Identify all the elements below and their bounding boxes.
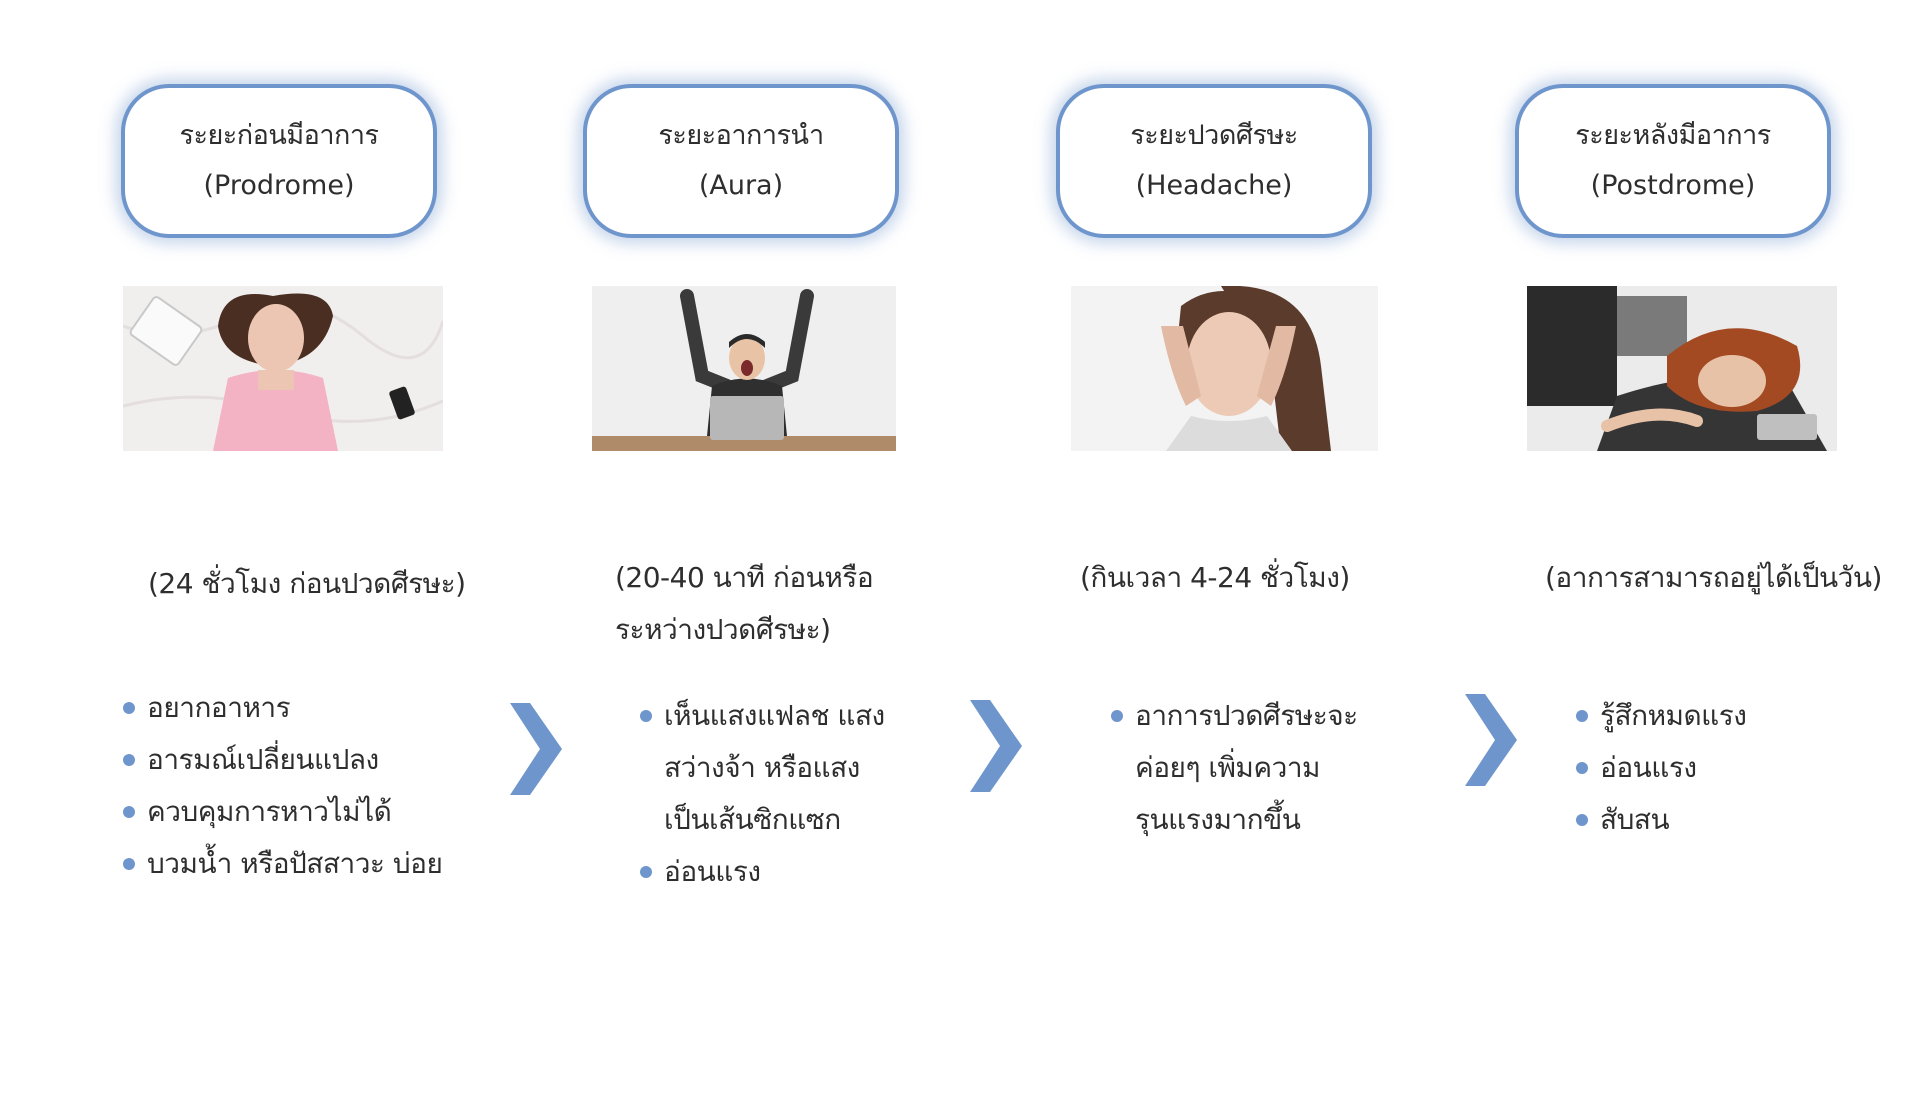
list-item: อ่อนแรง bbox=[1576, 742, 1746, 794]
phase-name: ระยะก่อนมีอาการ bbox=[179, 120, 379, 151]
phase-name: ระยะปวดศีรษะ bbox=[1130, 120, 1298, 151]
woman-holding-head-photo bbox=[1071, 286, 1378, 451]
symptom-text: อารมณ์เปลี่ยนแปลง bbox=[147, 743, 379, 776]
phase-name: ระยะอาการนำ bbox=[658, 120, 824, 151]
chevron-right-icon bbox=[1465, 694, 1517, 786]
symptom-text: อ่อนแรง bbox=[664, 855, 761, 888]
timing-line: ระหว่างปวดศีรษะ) bbox=[615, 613, 831, 646]
bullet-dot-icon bbox=[123, 702, 135, 714]
timing-line: (อาการสามารถอยู่ได้เป็นวัน) bbox=[1545, 561, 1882, 594]
list-item: อ่อนแรง bbox=[640, 846, 885, 898]
chevron-right-icon bbox=[510, 703, 562, 795]
bullet-dot-icon bbox=[1576, 814, 1588, 826]
phase-box-aura: ระยะอาการนำ (Aura) bbox=[583, 84, 899, 238]
phase-timing: (อาการสามารถอยู่ได้เป็นวัน) bbox=[1545, 552, 1882, 604]
bullet-dot-icon bbox=[123, 858, 135, 870]
phase-name-english: (Aura) bbox=[698, 170, 784, 201]
symptom-text: บวมน้ำ หรือปัสสาวะ บ่อย bbox=[147, 847, 443, 880]
symptom-text: อาการปวดศีรษะจะ bbox=[1135, 699, 1358, 732]
man-yawning-at-laptop-photo bbox=[592, 286, 896, 451]
symptom-text: สว่างจ้า หรือแสง bbox=[664, 751, 860, 784]
phase-box-prodrome: ระยะก่อนมีอาการ (Prodrome) bbox=[121, 84, 437, 238]
bullet-dot-icon bbox=[123, 806, 135, 818]
bullet-dot-icon bbox=[1576, 762, 1588, 774]
bullet-dot-icon bbox=[640, 866, 652, 878]
list-item: อยากอาหาร bbox=[123, 682, 442, 734]
phase-timing: (20-40 นาที ก่อนหรือ ระหว่างปวดศีรษะ) bbox=[615, 552, 874, 656]
list-item: รู้สึกหมดแรง bbox=[1576, 690, 1747, 742]
timing-line: (24 ชั่วโมง ก่อนปวดศีรษะ) bbox=[148, 567, 466, 600]
bullet-dot-icon bbox=[640, 710, 652, 722]
list-item: ควบคุมการหาวไม่ได้ bbox=[123, 786, 442, 838]
phase-box-headache: ระยะปวดศีรษะ (Headache) bbox=[1056, 84, 1372, 238]
symptom-text: รุนแรงมากขึ้น bbox=[1135, 803, 1301, 836]
timing-line: (20-40 นาที ก่อนหรือ bbox=[615, 561, 874, 594]
symptom-list: อาการปวดศีรษะจะ ค่อยๆ เพิ่มความ รุนแรงมา… bbox=[1111, 690, 1358, 846]
list-item: อารมณ์เปลี่ยนแปลง bbox=[123, 734, 442, 786]
symptom-list: อยากอาหาร อารมณ์เปลี่ยนแปลง ควบคุมการหาว… bbox=[123, 682, 443, 890]
symptom-text: สับสน bbox=[1600, 803, 1670, 836]
timing-line: (กินเวลา 4-24 ชั่วโมง) bbox=[1080, 561, 1350, 594]
symptom-text: เห็นแสงแฟลช แสง bbox=[664, 699, 885, 732]
symptom-list: รู้สึกหมดแรง อ่อนแรง สับสน bbox=[1576, 690, 1747, 846]
list-item: สับสน bbox=[1576, 794, 1746, 846]
phase-name: ระยะหลังมีอาการ bbox=[1575, 120, 1771, 151]
symptom-text: อ่อนแรง bbox=[1600, 751, 1697, 784]
list-item: เห็นแสงแฟลช แสง สว่างจ้า หรือแสง เป็นเส้… bbox=[640, 690, 885, 846]
symptom-text: รู้สึกหมดแรง bbox=[1600, 699, 1747, 732]
list-item: บวมน้ำ หรือปัสสาวะ บ่อย bbox=[123, 838, 443, 890]
symptom-text: เป็นเส้นซิกแซก bbox=[664, 803, 841, 836]
symptom-text: ควบคุมการหาวไม่ได้ bbox=[147, 795, 392, 828]
woman-lying-on-bed-photo bbox=[123, 286, 443, 451]
chevron-right-icon bbox=[970, 700, 1022, 792]
phase-name-english: (Headache) bbox=[1135, 170, 1293, 201]
phase-name-english: (Postdrome) bbox=[1590, 170, 1756, 201]
bullet-dot-icon bbox=[1111, 710, 1123, 722]
bullet-dot-icon bbox=[1576, 710, 1588, 722]
phase-name-english: (Prodrome) bbox=[203, 170, 355, 201]
list-item: อาการปวดศีรษะจะ ค่อยๆ เพิ่มความ รุนแรงมา… bbox=[1111, 690, 1358, 846]
phase-timing: (24 ชั่วโมง ก่อนปวดศีรษะ) bbox=[148, 558, 466, 610]
symptom-text: ค่อยๆ เพิ่มความ bbox=[1135, 751, 1321, 784]
phase-box-postdrome: ระยะหลังมีอาการ (Postdrome) bbox=[1515, 84, 1831, 238]
symptom-text: อยากอาหาร bbox=[147, 691, 291, 724]
phase-timing: (กินเวลา 4-24 ชั่วโมง) bbox=[1080, 552, 1350, 604]
bullet-dot-icon bbox=[123, 754, 135, 766]
exhausted-woman-on-desk-photo bbox=[1527, 286, 1837, 451]
symptom-list: เห็นแสงแฟลช แสง สว่างจ้า หรือแสง เป็นเส้… bbox=[640, 690, 885, 898]
